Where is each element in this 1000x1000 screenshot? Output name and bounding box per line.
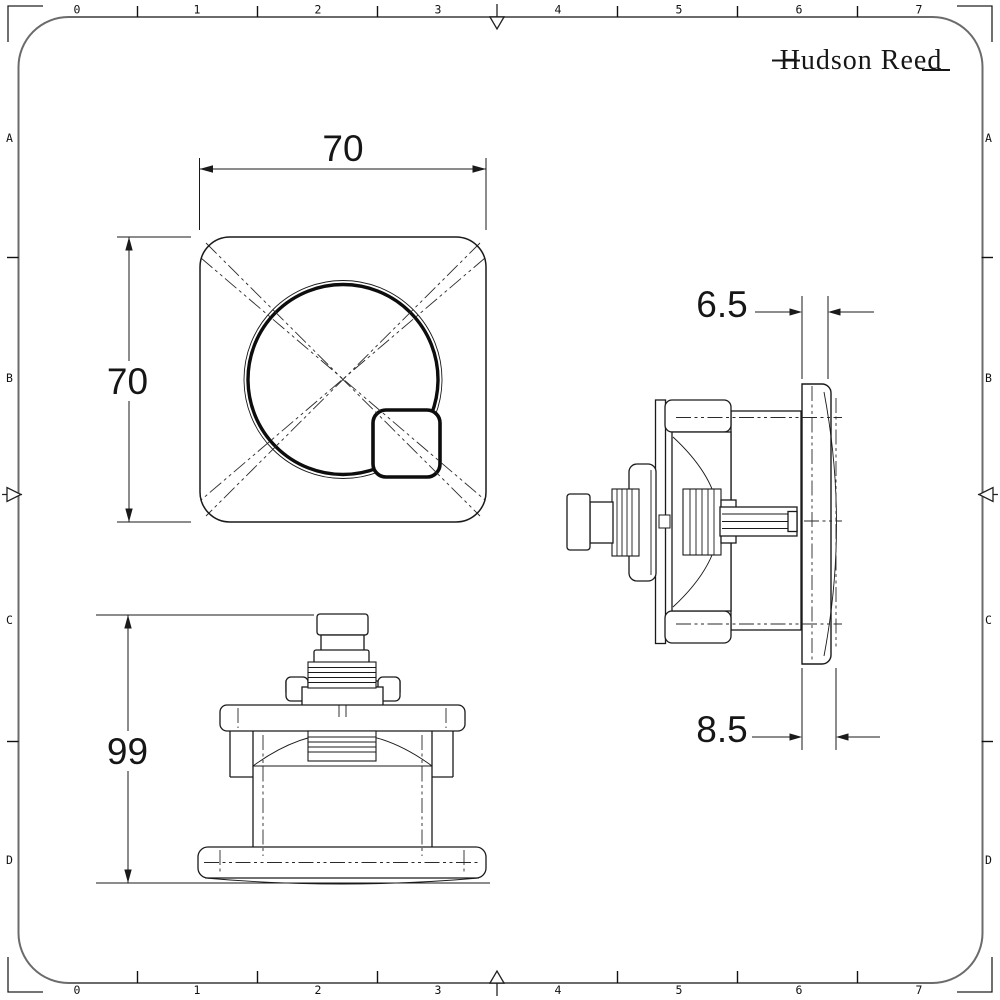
- ruler-numbers-bottom: 0 1 2 3 4 5 6 7: [74, 983, 923, 997]
- center-marker-left: [2, 486, 23, 503]
- ruler-label: C: [6, 613, 13, 627]
- center-marker-bottom: [488, 969, 506, 996]
- spindle-tip: [566, 493, 591, 551]
- spindle-step: [589, 501, 614, 544]
- corner-mark-top-left: [7, 5, 43, 42]
- ruler-label: B: [985, 371, 992, 385]
- dim-value-front-height: 70: [107, 361, 148, 402]
- ruler-label: 3: [435, 3, 442, 17]
- ruler-label: 4: [555, 3, 562, 17]
- dim-plate-thickness: 6.5: [696, 284, 874, 379]
- ruler-label: 3: [435, 983, 442, 997]
- valve-body-front: [229, 730, 454, 847]
- ruler-ticks-bottom: [136, 971, 859, 983]
- ruler-label: B: [6, 371, 13, 385]
- ruler-letters-right: A B C D: [985, 131, 992, 867]
- faceplate-side: [801, 383, 837, 665]
- ruler-ticks-sides: [7, 256, 993, 743]
- spindle-tip-front: [316, 613, 369, 636]
- ruler-label: C: [985, 613, 992, 627]
- ruler-label: D: [6, 853, 13, 867]
- faceplate-slab: [801, 383, 832, 665]
- ruler-label: A: [985, 131, 992, 145]
- dim-value-elevation-height: 99: [107, 731, 148, 772]
- brand-logo: Hudson Reed: [772, 45, 950, 76]
- ruler-label: D: [985, 853, 992, 867]
- dim-front-width: 70: [199, 128, 487, 230]
- centerlines-side: [676, 386, 842, 662]
- ruler-label: 6: [796, 3, 803, 17]
- side-view: 6.5 8.5: [566, 284, 880, 750]
- spindle-front: [313, 613, 370, 664]
- elevation-view: 99: [96, 613, 490, 885]
- ruler-label: 2: [315, 983, 322, 997]
- ruler-label: 7: [916, 983, 923, 997]
- ruler-label: 1: [194, 3, 201, 17]
- dim-value-front-width: 70: [322, 128, 363, 169]
- handle-dial: [246, 282, 440, 477]
- body-top-flange-front: [219, 704, 466, 732]
- spindle-neck: [320, 634, 365, 652]
- ruler-label: 5: [676, 983, 683, 997]
- dim-front-height: 70: [105, 236, 191, 523]
- corner-mark-bottom-right: [957, 957, 993, 993]
- sheet-frame: 0 1 2 3 4 5 6 7 0 1 2 3 4 5 6 7 A B C D: [2, 3, 998, 997]
- ruler-label: A: [6, 131, 13, 145]
- ruler-label: 7: [916, 3, 923, 17]
- ruler-label: 4: [555, 983, 562, 997]
- corner-mark-bottom-left: [7, 957, 43, 993]
- plate-notch: [658, 514, 671, 529]
- ruler-ticks-top: [136, 6, 859, 17]
- spindle-thread-front: [307, 661, 377, 689]
- dim-value-plate-thickness: 6.5: [696, 284, 747, 325]
- faceplate-bottom-arc: [204, 877, 480, 885]
- faceplate-outline: [199, 236, 487, 523]
- faceplate-face-arc: [823, 391, 837, 657]
- spindle-collar: [313, 649, 370, 664]
- center-marker-top: [488, 4, 506, 31]
- diverter-button: [371, 408, 442, 479]
- ruler-label: 0: [74, 983, 81, 997]
- body-top-flange: [664, 399, 732, 433]
- body-thread-side: [682, 488, 722, 556]
- center-marker-right: [977, 486, 998, 503]
- body-bottom-flange: [664, 610, 732, 644]
- ruler-label: 5: [676, 3, 683, 17]
- corner-mark-top-right: [957, 5, 993, 42]
- centerlines-front: [200, 242, 486, 517]
- dim-elevation-height: 99: [96, 614, 490, 884]
- spindle-side: [566, 463, 657, 582]
- ruler-label: 2: [315, 3, 322, 17]
- ruler-label: 0: [74, 3, 81, 17]
- handle-dial-outer: [243, 280, 443, 479]
- dim-plate-depth: 8.5: [696, 668, 880, 750]
- border-frame: [17, 16, 984, 984]
- ruler-letters-left: A B C D: [6, 131, 13, 867]
- ruler-numbers-top: 0 1 2 3 4 5 6 7: [74, 3, 923, 17]
- faceplate-front: [199, 236, 487, 523]
- dim-value-plate-depth: 8.5: [696, 709, 747, 750]
- brand-name: Hudson Reed: [780, 45, 943, 76]
- spindle-thread-side: [611, 488, 640, 557]
- front-view: 70 70: [105, 128, 487, 523]
- ruler-label: 1: [194, 983, 201, 997]
- faceplate-elevation: [197, 846, 487, 885]
- cartridge-stem: [719, 499, 798, 544]
- body-thread-front: [307, 730, 377, 762]
- centerlines-elevation: [204, 708, 480, 874]
- ruler-label: 6: [796, 983, 803, 997]
